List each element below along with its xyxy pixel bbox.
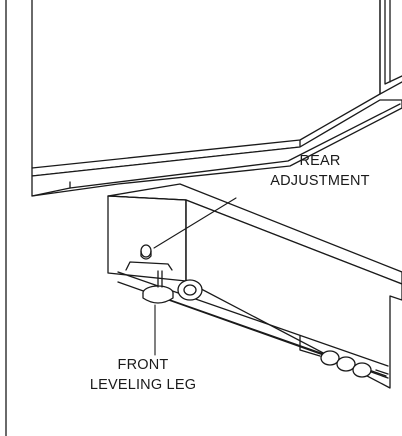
cabinet-body bbox=[31, 0, 402, 177]
callout-front-leveling-leg: FRONT LEVELING LEG bbox=[58, 355, 228, 395]
front-leveling-leg bbox=[142, 270, 174, 304]
callout-rear-line2: ADJUSTMENT bbox=[270, 173, 370, 189]
base-housing bbox=[107, 183, 402, 389]
rear-adjustment-screw bbox=[140, 244, 152, 260]
callout-front-line2: LEVELING LEG bbox=[89, 377, 197, 393]
callout-front-line1: FRONT bbox=[117, 357, 169, 373]
callout-rear-adjustment: REAR ADJUSTMENT bbox=[220, 151, 402, 191]
callout-rear-line1: REAR bbox=[299, 153, 341, 169]
cabinet-underside bbox=[31, 99, 402, 197]
leader-rear-adjustment bbox=[153, 197, 237, 249]
